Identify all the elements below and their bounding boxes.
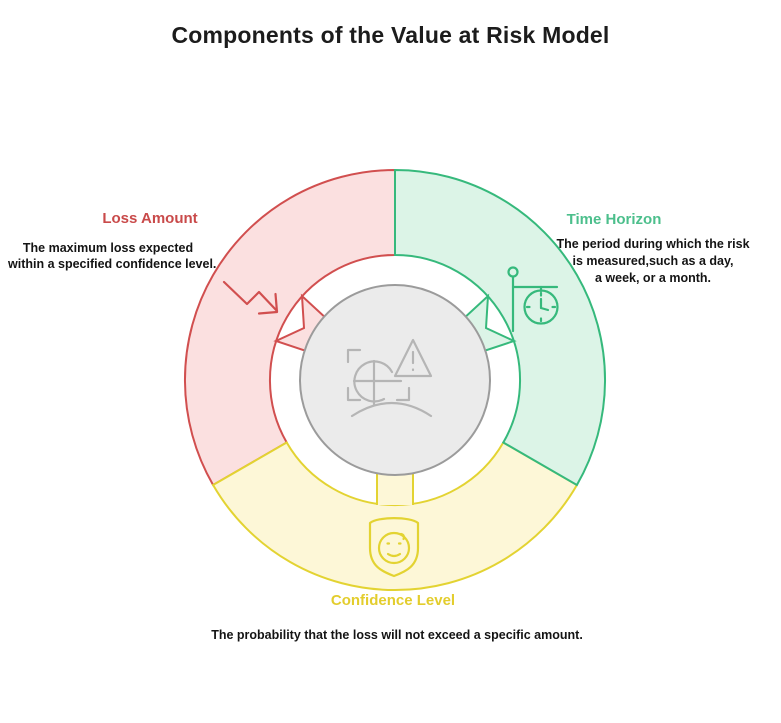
time-horizon-description: The period during which the risk is meas… [553,236,753,287]
loss-amount-label: Loss Amount [102,210,198,227]
smiley-mouth [386,552,402,558]
loss-amount-desc-line-2: within a specified confidence level. [8,257,217,271]
risk-assessment-icon [346,338,433,418]
smiley-curl [399,532,406,541]
confidence-level-label: Confidence Level [330,592,456,609]
page-title: Components of the Value at Risk Model [171,22,610,48]
shield-smiley-icon [368,517,420,578]
time-horizon-desc-line-3: a week, or a month. [594,271,711,285]
clock-hands [539,297,550,312]
viewfinder-bracket-bottom-right [395,386,411,402]
time-horizon-desc-line-2: is measured,such as a day, [572,254,734,268]
loss-amount-desc-line-1: The maximum loss expected [22,241,194,255]
viewfinder-bracket-bottom-left [346,386,362,402]
pie-chart-axes [352,359,403,406]
time-horizon-label: Time Horizon [566,211,662,228]
segment-loss-amount [183,168,396,487]
hanging-clock-icon [507,266,559,333]
declining-trend-arrow-icon [222,280,279,315]
confidence-level-description: The probability that the loss will not e… [197,627,597,643]
warning-triangle-icon [393,338,433,378]
segment-confidence-level [211,441,579,591]
viewfinder-bracket-top-left [346,348,362,364]
clock-ticks [525,291,557,323]
frown-arc [350,401,433,418]
segment-time-horizon [394,168,607,487]
pie-chart-glyph [353,360,394,403]
confidence-level-desc-line-1: The probability that the loss will not e… [211,628,583,642]
loss-amount-description: The maximum loss expected within a speci… [8,240,217,272]
time-horizon-desc-line-1: The period during which the risk [556,237,750,251]
